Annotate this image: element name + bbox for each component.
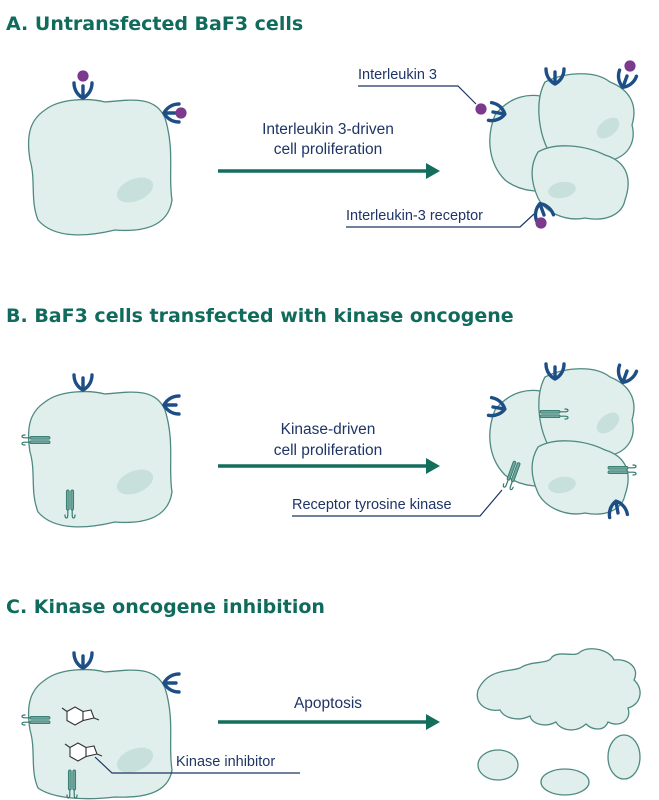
panel-a: A. Untransfected BaF3 cells Interleukin … bbox=[6, 13, 639, 236]
arrow-b bbox=[218, 458, 440, 474]
arrow-a-label-line2: cell proliferation bbox=[274, 141, 383, 158]
panel-b: B. BaF3 cells transfected with kinase on… bbox=[6, 305, 639, 528]
callout-receptor-tyrosine-kinase: Receptor tyrosine kinase bbox=[292, 497, 452, 513]
cell-c-single bbox=[27, 668, 173, 800]
nucleus bbox=[116, 747, 154, 773]
arrow-c-label: Apoptosis bbox=[294, 695, 362, 712]
interleukin-3-icon bbox=[77, 70, 89, 82]
il3-receptor-icon bbox=[72, 81, 94, 100]
interleukin-3-icon bbox=[175, 107, 187, 119]
arrow-a-label-line1: Interleukin 3-driven bbox=[262, 121, 394, 138]
interleukin-3-icon bbox=[624, 60, 636, 72]
nucleus bbox=[596, 412, 620, 434]
cell-cluster-b bbox=[489, 368, 635, 515]
callout-line bbox=[358, 85, 477, 105]
panel-b-title: B. BaF3 cells transfected with kinase on… bbox=[6, 305, 514, 327]
il3-receptor-icon bbox=[162, 672, 181, 694]
panel-a-title: A. Untransfected BaF3 cells bbox=[6, 13, 303, 35]
interleukin-3-icon bbox=[535, 217, 547, 229]
apoptotic-cell-fragments bbox=[476, 648, 641, 796]
nucleus bbox=[596, 117, 620, 139]
arrow-b-label-line2: cell proliferation bbox=[274, 442, 383, 459]
callout-interleukin-3: Interleukin 3 bbox=[358, 67, 437, 83]
il3-receptor-icon bbox=[72, 373, 94, 392]
callout-line bbox=[346, 213, 535, 228]
nucleus bbox=[116, 469, 154, 495]
panel-c: C. Kinase oncogene inhibition Apoptosis … bbox=[6, 596, 641, 800]
callout-line bbox=[292, 489, 503, 517]
il3-receptor-icon bbox=[162, 394, 181, 416]
arrow-b-label-line1: Kinase-driven bbox=[281, 421, 376, 438]
cell-a-single bbox=[27, 98, 173, 236]
cell-cluster-a bbox=[489, 73, 635, 220]
panel-c-title: C. Kinase oncogene inhibition bbox=[6, 596, 325, 618]
il3-receptor-icon bbox=[72, 651, 94, 670]
arrow-c bbox=[218, 714, 440, 730]
cell-b-single bbox=[27, 390, 173, 528]
interleukin-3-icon bbox=[475, 103, 487, 115]
callout-il3-receptor: Interleukin-3 receptor bbox=[346, 208, 483, 224]
callout-kinase-inhibitor: Kinase inhibitor bbox=[176, 754, 275, 770]
nucleus bbox=[548, 476, 576, 494]
arrow-a bbox=[218, 163, 440, 179]
nucleus bbox=[548, 181, 576, 199]
callout-line bbox=[94, 756, 300, 774]
nucleus bbox=[116, 177, 154, 203]
